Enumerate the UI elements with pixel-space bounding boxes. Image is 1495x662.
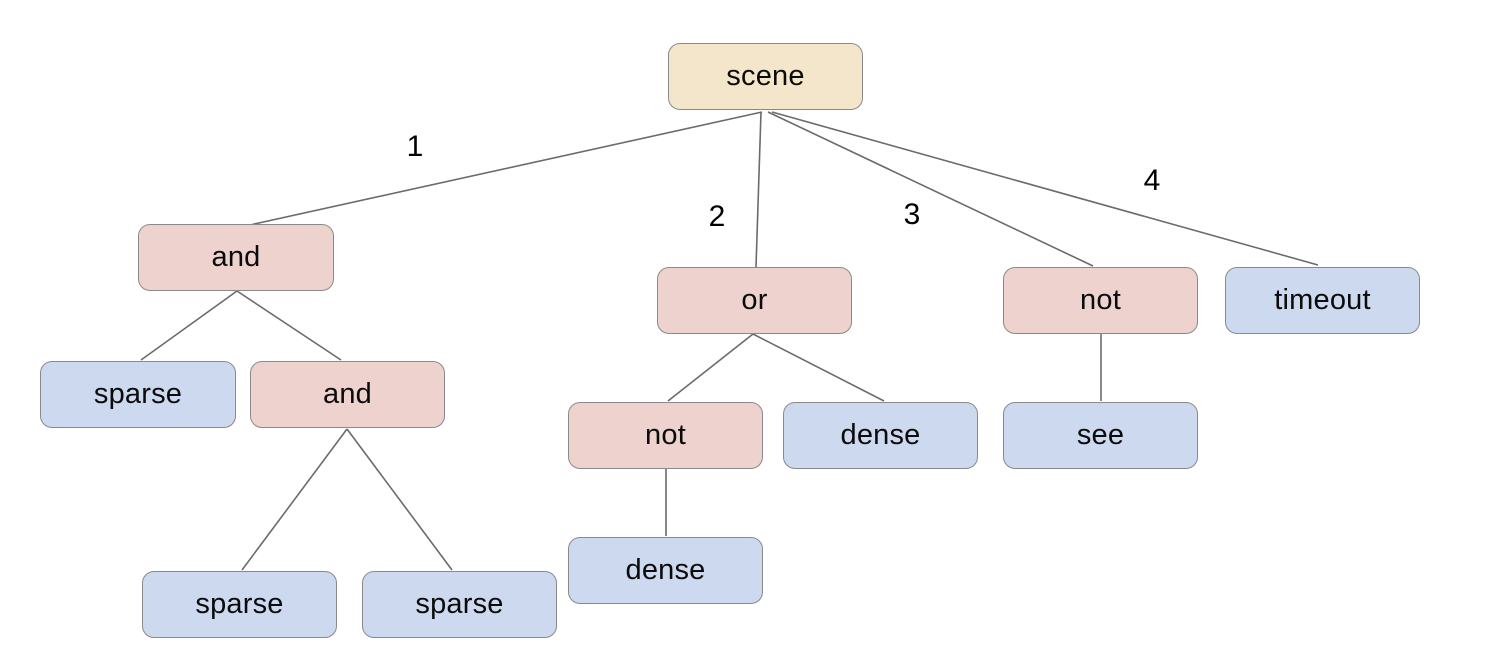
node-label: or xyxy=(741,284,768,316)
tree-node-timeout[interactable]: timeout xyxy=(1225,267,1420,334)
tree-node-dense-1[interactable]: dense xyxy=(783,402,978,469)
node-label: sparse xyxy=(195,588,284,620)
tree-node-sparse-1[interactable]: sparse xyxy=(40,361,236,428)
tree-node-not-2[interactable]: not xyxy=(568,402,763,469)
tree-edge-scene-or-1 xyxy=(755,111,762,268)
tree-edge-or-1-dense-1 xyxy=(752,333,885,402)
node-label: dense xyxy=(625,554,706,586)
node-label: sparse xyxy=(93,378,183,410)
tree-node-scene[interactable]: scene xyxy=(668,43,863,110)
node-label: timeout xyxy=(1274,284,1371,316)
node-label: sparse xyxy=(415,588,504,620)
edge-label-2: 2 xyxy=(708,200,726,233)
node-label: and xyxy=(211,241,261,273)
tree-node-sparse-3[interactable]: sparse xyxy=(362,571,557,638)
tree-node-or-1[interactable]: or xyxy=(657,267,852,334)
edge-label-3: 3 xyxy=(903,198,921,231)
tree-edge-and-2-sparse-3 xyxy=(346,428,453,571)
tree-edge-and-1-sparse-1 xyxy=(140,290,238,361)
tree-node-dense-2[interactable]: dense xyxy=(568,537,763,604)
tree-edge-and-2-sparse-2 xyxy=(241,428,348,571)
node-label: and xyxy=(323,378,372,410)
node-label: scene xyxy=(726,60,805,92)
tree-edge-or-1-not-2 xyxy=(667,333,754,402)
tree-edge-scene-timeout xyxy=(771,111,1319,266)
tree-node-sparse-2[interactable]: sparse xyxy=(142,571,337,638)
edge-label-4: 4 xyxy=(1143,164,1161,197)
tree-node-and-1[interactable]: and xyxy=(138,224,334,291)
tree-node-not-3[interactable]: not xyxy=(1003,267,1198,334)
tree-edge-scene-not-3 xyxy=(767,111,1094,267)
node-label: see xyxy=(1076,419,1125,451)
tree-node-see[interactable]: see xyxy=(1003,402,1198,469)
tree-edge-and-1-and-2 xyxy=(236,290,342,361)
edge-label-1: 1 xyxy=(406,130,424,163)
tree-node-and-2[interactable]: and xyxy=(250,361,445,428)
node-label: not xyxy=(1080,284,1121,316)
node-label: dense xyxy=(840,419,921,451)
node-label: not xyxy=(645,419,686,451)
tree-edge-scene-and-1 xyxy=(249,111,763,226)
